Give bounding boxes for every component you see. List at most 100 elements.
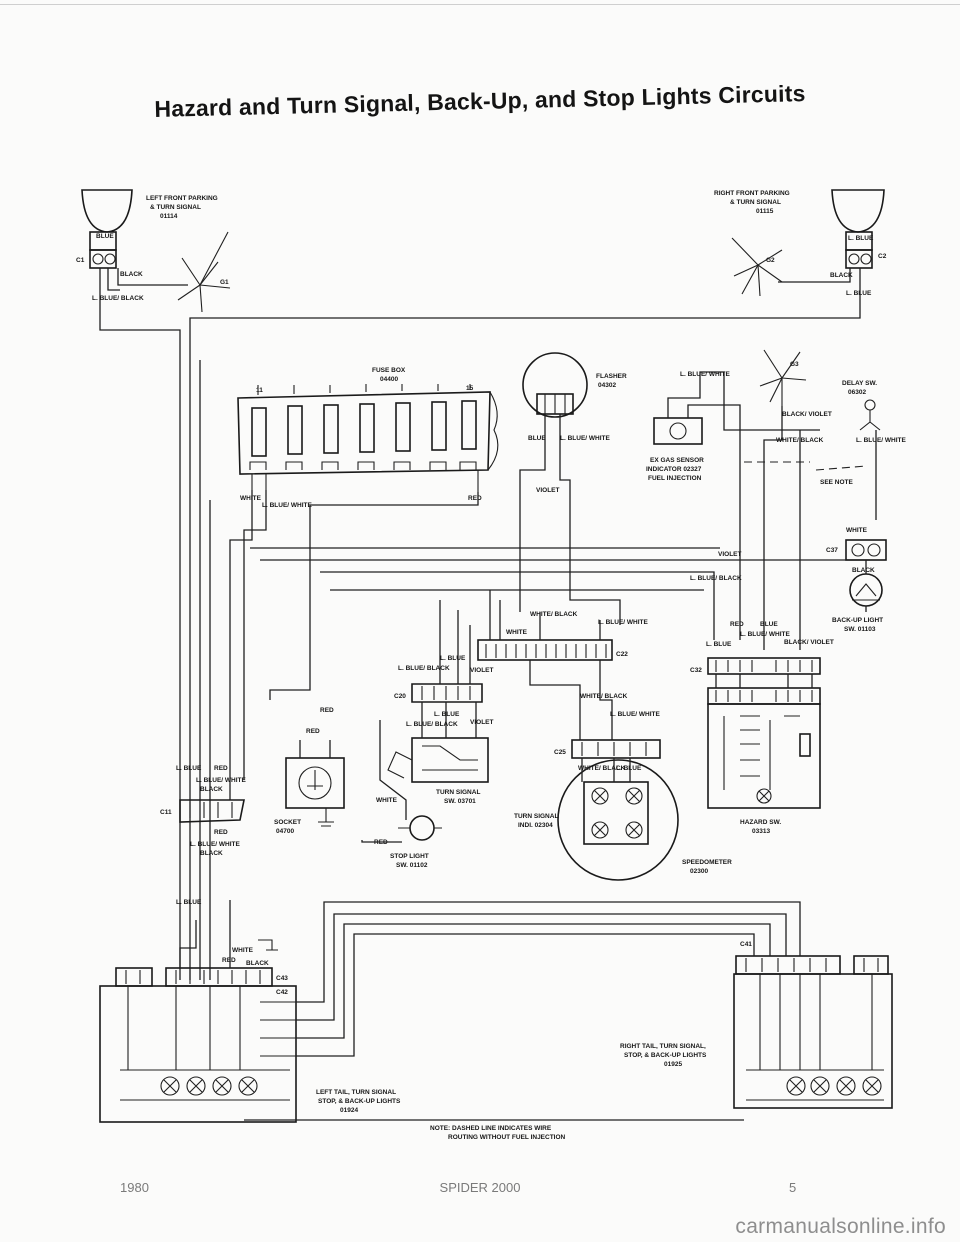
connector-c37-label: C37: [826, 547, 838, 554]
ground-g1-icon: [177, 231, 231, 313]
tail-black-label: BLACK: [246, 960, 269, 967]
backup-sw-label-2: SW. 01103: [844, 626, 876, 633]
flasher-blue-label: BLUE: [528, 435, 546, 442]
c11-lblue-white-label: L. BLUE/ WHITE: [196, 777, 246, 784]
rear-harness-2: [296, 913, 787, 1021]
connector-c22: C22 WHITE/ BLACK L. BLUE/ WHITE WHITE: [477, 590, 648, 740]
hazard-switch: HAZARD SW. 03313: [707, 703, 821, 835]
watermark: carmanualsonline.info: [735, 1215, 946, 1238]
ex-gas-lblue-white-label: L. BLUE/ WHITE: [680, 371, 730, 378]
flasher-label-2: 04302: [598, 382, 616, 389]
left-front-label-3: 01114: [160, 213, 178, 220]
c20-lblue-label-2: L. BLUE: [434, 711, 460, 718]
c32-blue-label: BLUE: [760, 621, 778, 628]
flasher-unit: FLASHER 04302 BLUE L. BLUE/ WHITE VIOLET: [519, 352, 627, 625]
left-front-label-1: LEFT FRONT PARKING: [146, 195, 218, 202]
left-tail-label-1: LEFT TAIL, TURN SIGNAL: [316, 1089, 396, 1096]
connector-g1-label: G1: [220, 279, 229, 286]
ex-gas-label-3: FUEL INJECTION: [648, 475, 702, 482]
rear-harness-3: [296, 923, 771, 1039]
connector-c20-label: C20: [394, 693, 406, 700]
backup-white-label: WHITE: [846, 527, 868, 534]
backup-black-label: BLACK: [852, 567, 875, 574]
wire-label-black-rf: BLACK: [830, 272, 853, 279]
turn-sw-label-1: TURN SIGNAL: [436, 789, 480, 796]
c25-lblue-white-label: L. BLUE/ WHITE: [610, 711, 660, 718]
c22-white-label: WHITE: [506, 629, 528, 636]
ground-g2-icon: [731, 237, 783, 297]
lblue-black-label-mid: L. BLUE/ BLACK: [690, 575, 742, 582]
ground-g3-icon: [759, 349, 807, 406]
socket-label-2: 04700: [276, 828, 294, 835]
connector-c32: RED BLUE L. BLUE/ WHITE L. BLUE BLACK/ V…: [690, 621, 834, 705]
wire-label-lblue-black-lf: L. BLUE/ BLACK: [92, 295, 144, 302]
left-front-label-2: & TURN SIGNAL: [150, 204, 201, 211]
connector-c20: C20 L. BLUE L. BLUE/ BLACK VIOLET L. BLU…: [394, 600, 494, 728]
speedo-label-2: 02300: [690, 868, 708, 875]
turn-sw-label-2: SW. 03701: [444, 798, 476, 805]
rear-harness-1: [296, 901, 801, 1003]
right-tail-light: C41 RIGHT TAIL, TURN SIGNAL, STOP, & BAC…: [620, 941, 893, 1109]
tail-white-label: WHITE: [232, 947, 254, 954]
connector-c43-label: C43: [276, 975, 288, 982]
fuse-lblue-white-label: L. BLUE/ WHITE: [262, 502, 312, 509]
connector-c25-label: C25: [554, 749, 566, 756]
c32-lblue-label: L. BLUE: [706, 641, 732, 648]
right-tail-label-2: STOP, & BACK-UP LIGHTS: [624, 1052, 707, 1059]
connector-g2-label: G2: [766, 257, 775, 264]
right-front-lamp: RIGHT FRONT PARKING & TURN SIGNAL 01115 …: [189, 189, 887, 340]
left-tail-bulb-1-icon: [160, 1076, 180, 1096]
connector-c32-label: C32: [690, 667, 702, 674]
turn-signal-switch: TURN SIGNAL SW. 03701: [387, 702, 489, 805]
c20-lblue-label: L. BLUE: [440, 655, 466, 662]
speedo-label-1: SPEEDOMETER: [682, 859, 732, 866]
fuse-box-label-2: 04400: [380, 376, 398, 383]
left-front-lamp: LEFT FRONT PARKING & TURN SIGNAL 01114 C…: [76, 189, 231, 340]
c20-violet-label: VIOLET: [470, 667, 494, 674]
backup-light-switch: WHITE C37 BLACK BACK-UP LIGHT SW. 01103: [826, 527, 887, 633]
connector-c2-label: C2: [878, 253, 887, 260]
connector-c25: WHITE/ BLACK L. BLUE/ WHITE C25 WHITE/ B…: [554, 693, 661, 772]
ex-gas-label-2: INDICATOR 02327: [646, 466, 702, 473]
fuse-red-label: RED: [468, 495, 482, 502]
flasher-label-1: FLASHER: [596, 373, 627, 380]
c20-lblue-black-label-2: L. BLUE/ BLACK: [406, 721, 458, 728]
note-line-2: ROUTING WITHOUT FUEL INJECTION: [448, 1134, 566, 1141]
violet-label-1: VIOLET: [536, 487, 560, 494]
stop-sw-label-1: STOP LIGHT: [390, 853, 429, 860]
c11-red-label-2: RED: [214, 829, 228, 836]
left-tail-bulb-2-icon: [186, 1076, 206, 1096]
c11-black-label-2: BLACK: [200, 850, 223, 857]
fuse-11-label: 11: [256, 387, 263, 394]
socket: RED RED SOCKET 04700: [274, 707, 345, 835]
right-tail-bulb-2-icon: [810, 1076, 830, 1096]
c20-violet-label-2: VIOLET: [470, 719, 494, 726]
rear-harness-5: [179, 920, 197, 968]
c25-white-black-label: WHITE/ BLACK: [580, 693, 628, 700]
socket-label-1: SOCKET: [274, 819, 301, 826]
right-tail-label-1: RIGHT TAIL, TURN SIGNAL,: [620, 1043, 706, 1050]
turn-indi-label-1: TURN SIGNAL: [514, 813, 558, 820]
socket-red-label: RED: [320, 707, 334, 714]
fuse-white-label: WHITE: [240, 495, 262, 502]
connector-c1-label: C1: [76, 257, 85, 264]
left-tail-label-2: STOP, & BACK-UP LIGHTS: [318, 1098, 401, 1105]
connector-c41-label: C41: [740, 941, 752, 948]
fuse-box-label-1: FUSE BOX: [372, 367, 406, 374]
footer-page-number: 5: [789, 1180, 797, 1195]
c32-red-label: RED: [730, 621, 744, 628]
hazard-sw-label-2: 03313: [752, 828, 770, 835]
left-tail-bulb-3-icon: [212, 1076, 232, 1096]
delay-black-violet-label: BLACK/ VIOLET: [782, 411, 832, 418]
right-front-label-3: 01115: [756, 208, 774, 215]
connector-c42-label: C42: [276, 989, 288, 996]
delay-lblue-white-label: L. BLUE/ WHITE: [856, 437, 906, 444]
right-tail-label-3: 01925: [664, 1061, 682, 1068]
wire-label-lblue-rf: L. BLUE: [848, 235, 874, 242]
violet-label-2: VIOLET: [718, 551, 742, 558]
delay-sw-label-2: 06302: [848, 389, 866, 396]
connector-c11-label: C11: [160, 809, 172, 816]
stop-sw-label-2: SW. 01102: [396, 862, 428, 869]
socket-red-label-2: RED: [306, 728, 320, 735]
